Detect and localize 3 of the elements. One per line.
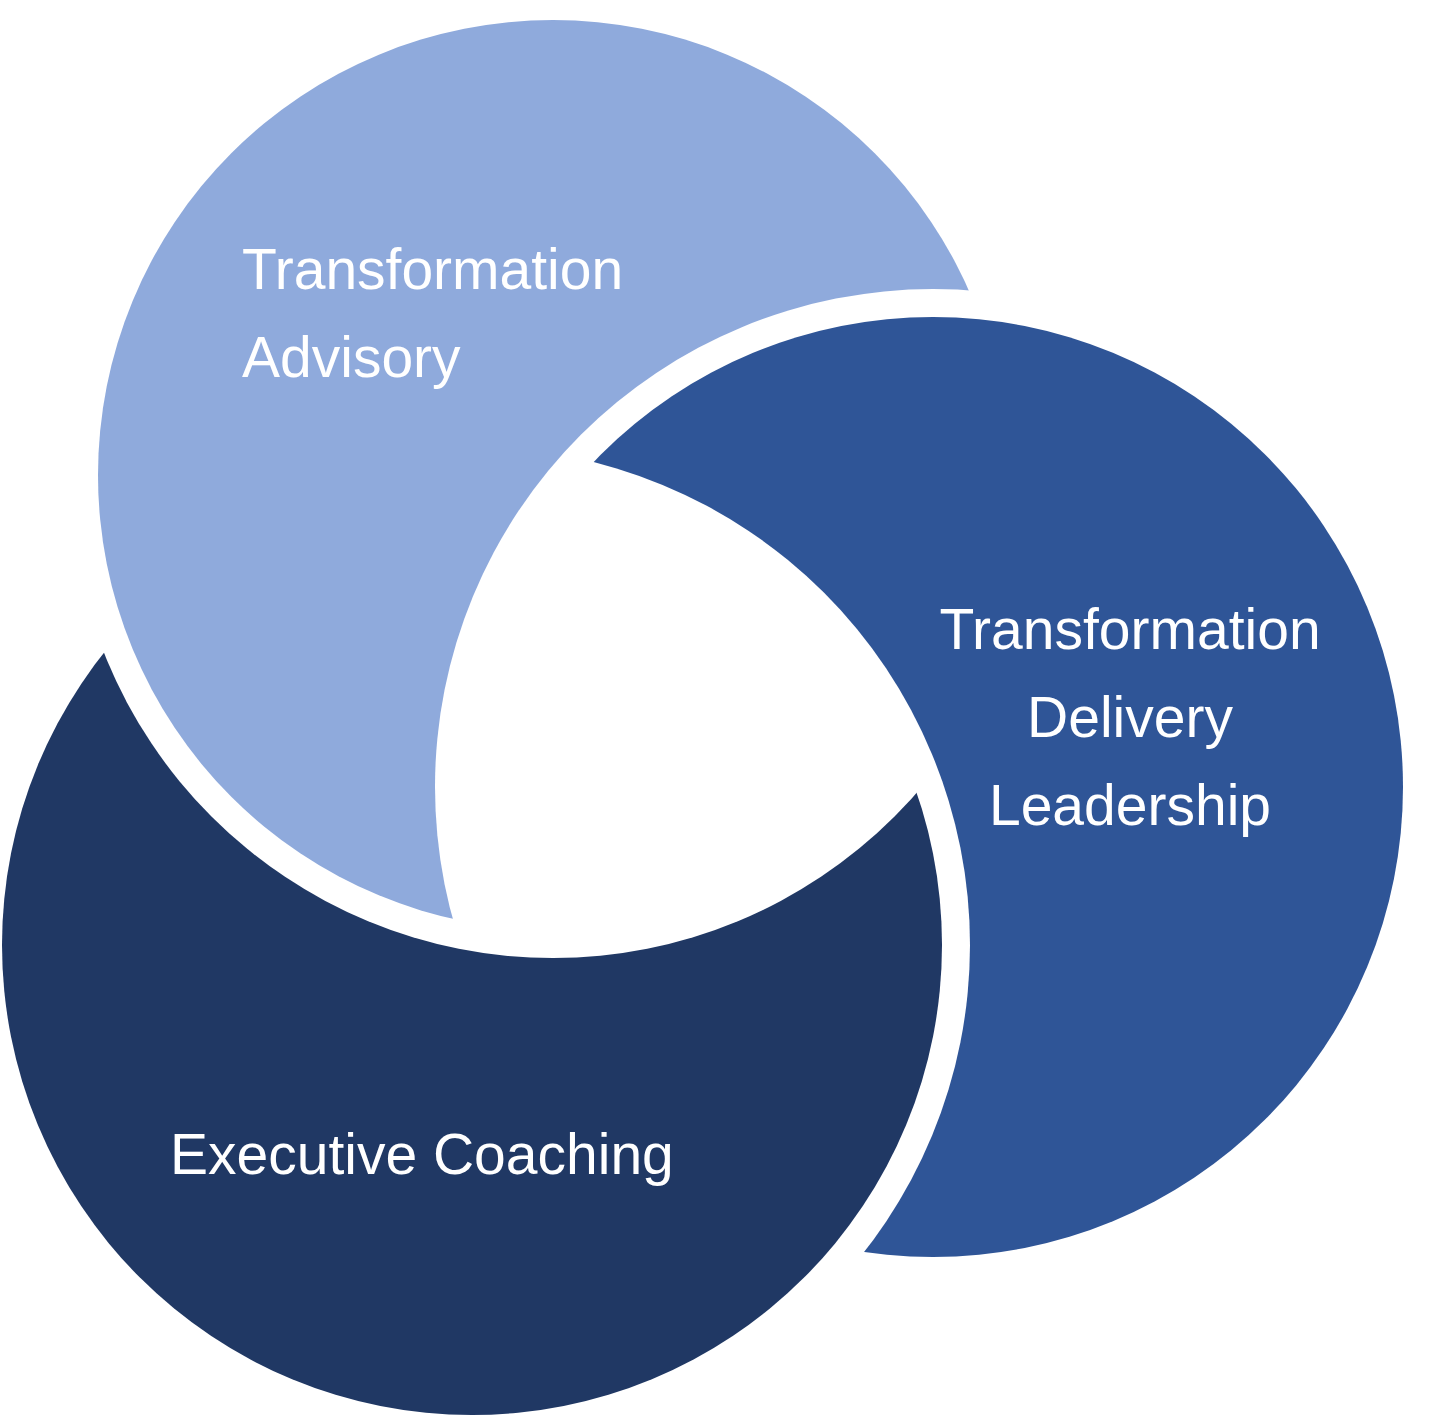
segment-label: Transformation Advisory: [242, 236, 625, 391]
segment-label: Executive Coaching: [170, 1121, 675, 1188]
segment-label: Transformation Delivery Leadership: [938, 596, 1322, 839]
